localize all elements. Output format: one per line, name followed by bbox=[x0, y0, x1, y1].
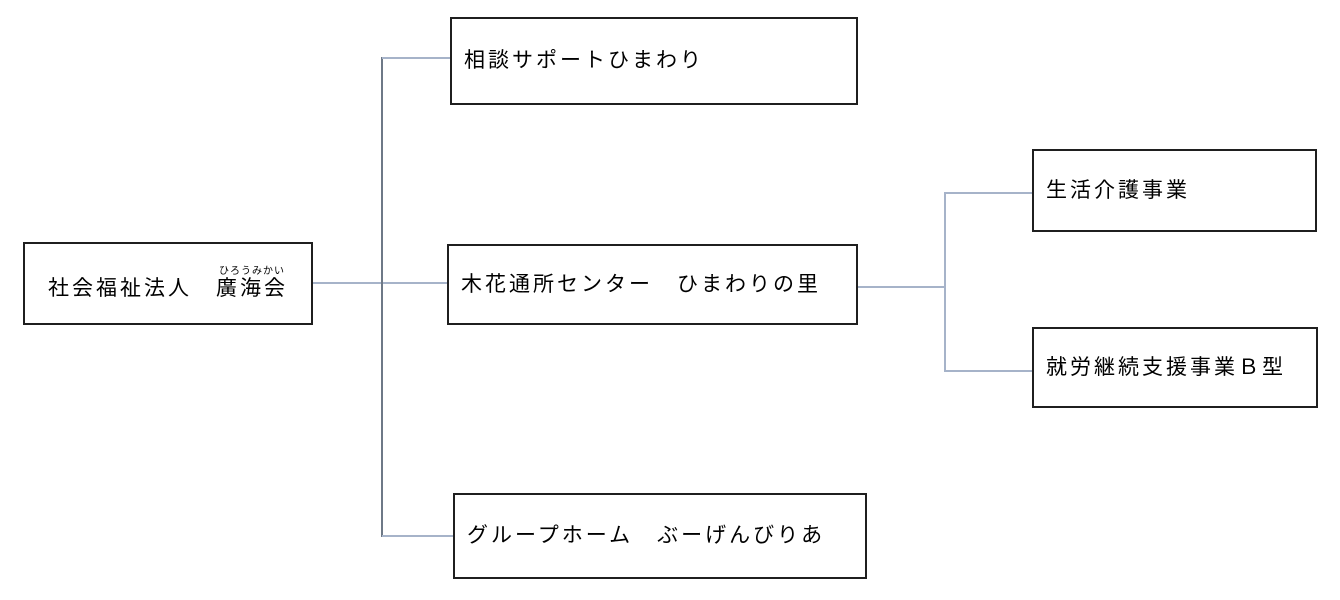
connector-left-trunk bbox=[381, 57, 383, 537]
org-box-group-home-bougainvillea: グループホーム ぶーげんびりあ bbox=[453, 493, 867, 579]
org-box-label: 生活介護事業 bbox=[1046, 177, 1190, 202]
org-box-label: 相談サポートひまわり bbox=[464, 48, 704, 73]
connector-right-trunk-to-child-bottom bbox=[944, 370, 1032, 372]
org-box-soudan-support-himawari: 相談サポートひまわり bbox=[450, 17, 858, 105]
org-box-kibana-center-himawari-no-sato: 木花通所センター ひまわりの里 bbox=[447, 244, 858, 325]
connector-root-to-trunk bbox=[313, 282, 447, 284]
org-root-prefix: 社会福祉法人 bbox=[48, 275, 216, 300]
connector-trunk-to-branch-bottom bbox=[382, 535, 453, 537]
connector-right-trunk bbox=[944, 192, 946, 372]
org-box-root: 社会福祉法人 廣海会ひろうみかい bbox=[23, 242, 313, 325]
org-root-furigana: ひろうみかい bbox=[216, 265, 288, 277]
org-box-label: グループホーム ぶーげんびりあ bbox=[467, 523, 826, 548]
connector-branch-mid-to-right-trunk bbox=[858, 286, 945, 288]
org-box-shuurou-keizoku-shien-b-gata: 就労継続支援事業Ｂ型 bbox=[1032, 327, 1318, 408]
org-box-label: 木花通所センター ひまわりの里 bbox=[461, 271, 821, 296]
connector-trunk-to-branch-top bbox=[382, 57, 450, 59]
org-root-name-ruby: 廣海会ひろうみかい bbox=[216, 266, 288, 301]
connector-right-trunk-to-child-top bbox=[944, 192, 1032, 194]
org-root-label: 社会福祉法人 廣海会ひろうみかい bbox=[48, 266, 288, 301]
org-box-seikatsu-kaigo-jigyou: 生活介護事業 bbox=[1032, 149, 1317, 232]
org-box-label: 就労継続支援事業Ｂ型 bbox=[1046, 354, 1286, 379]
org-root-name: 廣海会 bbox=[216, 275, 288, 300]
